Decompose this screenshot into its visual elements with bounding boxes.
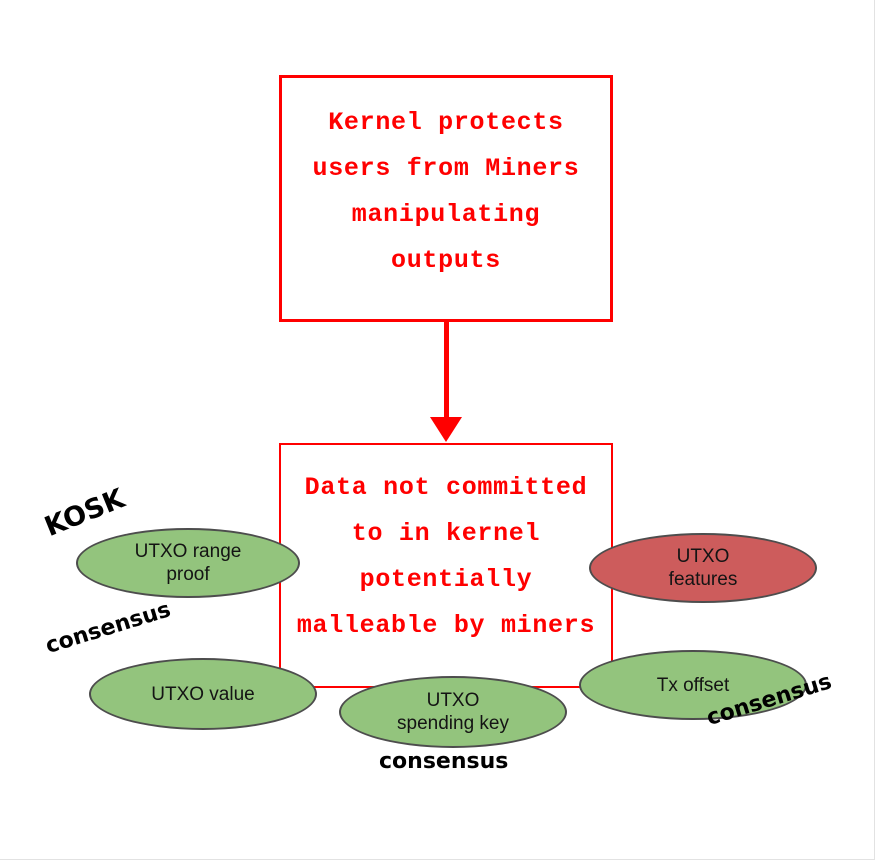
- annotation-consensus-spending-key: consensus: [379, 749, 509, 774]
- bottom-box-line: to in kernel: [351, 519, 541, 548]
- node-label: UTXO value: [151, 683, 255, 705]
- bottom-flow-box: Data not committed to in kernel potentia…: [279, 443, 613, 688]
- top-flow-box: Kernel protects users from Miners manipu…: [279, 75, 613, 322]
- node-utxo-features: UTXO features: [589, 533, 817, 603]
- bottom-box-line: potentially: [359, 565, 533, 594]
- node-label: Tx offset: [656, 674, 730, 696]
- top-box-line: Kernel protects: [328, 108, 564, 137]
- node-utxo-spending-key: UTXO spending key: [339, 676, 567, 748]
- node-utxo-value: UTXO value: [89, 658, 317, 730]
- node-label: UTXO spending key: [397, 690, 509, 734]
- top-box-line: users from Miners: [312, 154, 580, 183]
- node-tx-offset: Tx offset: [579, 650, 807, 720]
- annotation-consensus-utxo-value: consensus: [42, 597, 174, 659]
- annotation-kosk: KOSK: [40, 483, 129, 543]
- node-label: UTXO range proof: [134, 541, 242, 585]
- top-box-line: outputs: [391, 246, 501, 275]
- node-label: UTXO features: [668, 546, 738, 590]
- flow-arrow-head-icon: [430, 417, 462, 442]
- node-utxo-range-proof: UTXO range proof: [76, 528, 300, 598]
- bottom-box-line: Data not committed: [304, 473, 588, 502]
- top-box-line: manipulating: [351, 200, 541, 229]
- flow-arrow-line: [444, 322, 449, 418]
- bottom-box-line: malleable by miners: [296, 611, 596, 640]
